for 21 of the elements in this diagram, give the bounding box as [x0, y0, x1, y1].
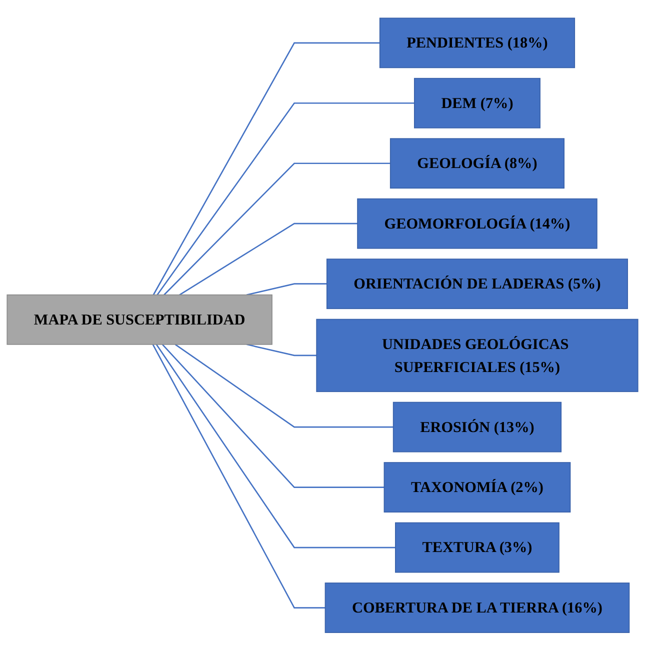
connector — [179, 223, 358, 296]
node-box: TAXONOMÍA (2%) — [384, 462, 571, 513]
node-box: EROSIÓN (13%) — [392, 402, 562, 452]
connector — [152, 344, 326, 609]
connector — [164, 162, 390, 296]
node-box: TEXTURA (3%) — [395, 522, 560, 573]
connector — [246, 344, 317, 356]
node-box: GEOMORFOLOGÍA (14%) — [357, 198, 598, 249]
node-box: PENDIENTES (18%) — [379, 18, 576, 68]
connector — [162, 344, 384, 488]
connector — [156, 102, 414, 296]
node-box: GEOLOGÍA (8%) — [390, 138, 564, 189]
connector — [174, 344, 394, 428]
node-box: COBERTURA DE LA TIERRA (16%) — [324, 582, 630, 634]
connector — [156, 344, 396, 548]
node-box: UNIDADES GEOLÓGICAS SUPERFICIALES (15%) — [316, 319, 638, 392]
node-box: ORIENTACIÓN DE LADERAS (5%) — [326, 258, 628, 310]
node-box: MAPA DE SUSCEPTIBILIDAD — [6, 294, 272, 345]
connector — [246, 283, 327, 296]
node-box: DEM (7%) — [414, 78, 540, 128]
connector — [152, 42, 380, 296]
